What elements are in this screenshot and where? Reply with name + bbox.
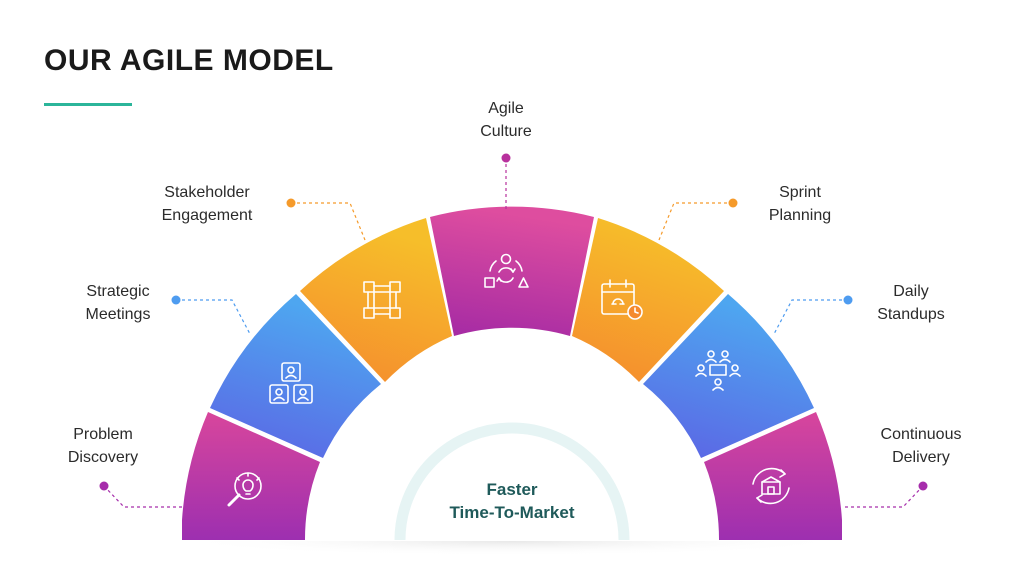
label-problem-discovery-line2: Discovery	[67, 449, 139, 466]
arc-segments	[182, 206, 842, 540]
dot-stakeholder-engagement	[286, 198, 296, 208]
label-continuous-delivery: Continuous Delivery	[858, 423, 984, 469]
dot-continuous-delivery	[918, 481, 928, 491]
leader-lines	[99, 153, 928, 508]
dot-daily-standups	[843, 295, 853, 305]
floor-shadow	[170, 541, 854, 571]
label-stakeholder-engagement: Stakeholder Engagement	[142, 181, 272, 227]
segment-strategic-meetings[interactable]	[210, 294, 381, 458]
team-hierarchy-icon	[269, 362, 313, 404]
dot-strategic-meetings	[171, 295, 181, 305]
label-stakeholder-engagement-line1: Stakeholder	[164, 184, 250, 201]
leader-stakeholder-engagement	[291, 202, 366, 241]
label-stakeholder-engagement-line2: Engagement	[161, 207, 253, 224]
delivery-cycle-icon	[752, 467, 790, 505]
dot-agile-culture	[501, 153, 511, 163]
calendar-clock-icon	[601, 279, 643, 320]
segment-problem-discovery[interactable]	[182, 412, 320, 540]
segment-stakeholder-engagement[interactable]	[300, 218, 452, 382]
center-caption: Faster Time-To-Market	[412, 478, 612, 524]
center-caption-line1: Faster	[486, 480, 538, 499]
meeting-table-icon	[695, 350, 741, 391]
center-caption-line2: Time-To-Market	[449, 503, 575, 522]
label-problem-discovery-line1: Problem	[73, 426, 133, 443]
leader-continuous-delivery	[842, 485, 924, 508]
page-title: OUR AGILE MODEL	[44, 44, 334, 77]
label-agile-culture-line2: Culture	[480, 123, 532, 140]
label-sprint-planning: Sprint Planning	[740, 181, 860, 227]
center-arc	[394, 422, 630, 541]
title-underline	[44, 103, 132, 106]
label-daily-standups: Daily Standups	[851, 280, 971, 326]
leader-daily-standups	[773, 299, 848, 335]
segment-daily-standups[interactable]	[643, 294, 814, 458]
label-continuous-delivery-line2: Delivery	[892, 449, 950, 466]
label-agile-culture-line1: Agile	[488, 100, 524, 117]
label-problem-discovery: Problem Discovery	[42, 423, 164, 469]
leader-strategic-meetings	[176, 299, 251, 335]
dot-problem-discovery	[99, 481, 109, 491]
leader-sprint-planning	[658, 202, 733, 241]
shapes-cycle-icon	[484, 253, 529, 288]
label-strategic-meetings: Strategic Meetings	[57, 280, 179, 326]
label-daily-standups-line1: Daily	[893, 283, 929, 300]
label-agile-culture: Agile Culture	[446, 97, 566, 143]
dot-sprint-planning	[728, 198, 738, 208]
label-sprint-planning-line1: Sprint	[779, 184, 821, 201]
segment-sprint-planning[interactable]	[572, 218, 724, 382]
lightbulb-search-icon	[227, 472, 262, 507]
label-strategic-meetings-line1: Strategic	[86, 283, 150, 300]
label-daily-standups-line2: Standups	[877, 306, 945, 323]
segment-continuous-delivery[interactable]	[704, 412, 842, 540]
hands-collaboration-icon	[363, 281, 401, 319]
label-sprint-planning-line2: Planning	[768, 207, 832, 224]
leader-problem-discovery	[103, 485, 182, 508]
label-continuous-delivery-line1: Continuous	[880, 426, 962, 443]
label-strategic-meetings-line2: Meetings	[85, 306, 151, 323]
